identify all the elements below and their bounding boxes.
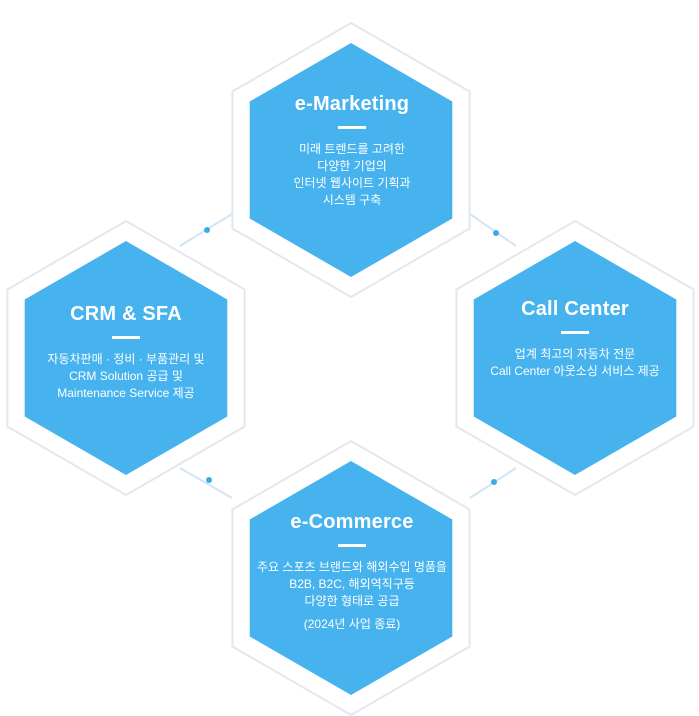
node-crm-description: 자동차판매 · 정비 · 부품관리 및 CRM Solution 공급 및 Ma… — [26, 351, 226, 402]
connector-dot — [204, 227, 210, 233]
node-callcenter-description: 업계 최고의 자동차 전문 Call Center 아웃소싱 서비스 제공 — [475, 346, 675, 380]
node-callcenter-line: Call Center 아웃소싱 서비스 제공 — [490, 364, 660, 378]
hexagon-crm — [24, 241, 228, 475]
node-crm-line: Maintenance Service 제공 — [57, 386, 195, 400]
hexagon-marketing — [249, 43, 453, 277]
node-commerce-description: 주요 스포츠 브랜드와 해외수입 명품을 B2B, B2C, 해외역직구등 다양… — [252, 559, 452, 610]
connector-dot — [206, 477, 212, 483]
node-commerce-note: (2024년 사업 종료) — [303, 617, 401, 631]
node-marketing-line: 인터넷 웹사이트 기획과 — [293, 176, 411, 190]
node-callcenter-title: Call Center — [521, 298, 629, 320]
node-commerce-line: B2B, B2C, 해외역직구등 — [289, 577, 415, 591]
node-crm-divider — [112, 336, 140, 339]
node-marketing-line: 시스템 구축 — [322, 193, 382, 207]
node-crm-title: CRM & SFA — [70, 303, 182, 325]
node-marketing-line: 다양한 기업의 — [317, 159, 387, 173]
node-crm: CRM & SFA 자동차판매 · 정비 · 부품관리 및 CRM Soluti… — [26, 301, 226, 402]
node-marketing-divider — [338, 126, 366, 129]
node-commerce-line: 주요 스포츠 브랜드와 해외수입 명품을 — [257, 560, 447, 574]
node-marketing-description: 미래 트렌드를 고려한 다양한 기업의 인터넷 웹사이트 기획과 시스템 구축 — [252, 141, 452, 209]
connector-dot — [491, 479, 497, 485]
node-crm-line: 자동차판매 · 정비 · 부품관리 및 — [47, 352, 205, 366]
node-callcenter-line: 업계 최고의 자동차 전문 — [514, 347, 636, 361]
connector-line — [179, 467, 233, 499]
node-callcenter-divider — [561, 331, 589, 334]
connector-line — [469, 213, 517, 247]
node-commerce-title: e-Commerce — [290, 511, 414, 533]
node-commerce: e-Commerce 주요 스포츠 브랜드와 해외수입 명품을 B2B, B2C… — [252, 509, 452, 633]
node-marketing: e-Marketing 미래 트렌드를 고려한 다양한 기업의 인터넷 웹사이트… — [252, 91, 452, 209]
connector-dot-group — [204, 227, 499, 485]
hexagon-commerce — [249, 461, 453, 695]
node-crm-line: CRM Solution 공급 및 — [69, 369, 183, 383]
hexagon-callcenter — [473, 241, 677, 475]
node-marketing-title: e-Marketing — [294, 93, 410, 115]
node-commerce-line: 다양한 형태로 공급 — [304, 594, 400, 608]
node-callcenter: Call Center 업계 최고의 자동차 전문 Call Center 아웃… — [475, 296, 675, 380]
connector-dot — [493, 230, 499, 236]
node-commerce-divider — [338, 544, 366, 547]
hexagon-group — [24, 43, 677, 695]
node-marketing-line: 미래 트렌드를 고려한 — [298, 142, 406, 156]
